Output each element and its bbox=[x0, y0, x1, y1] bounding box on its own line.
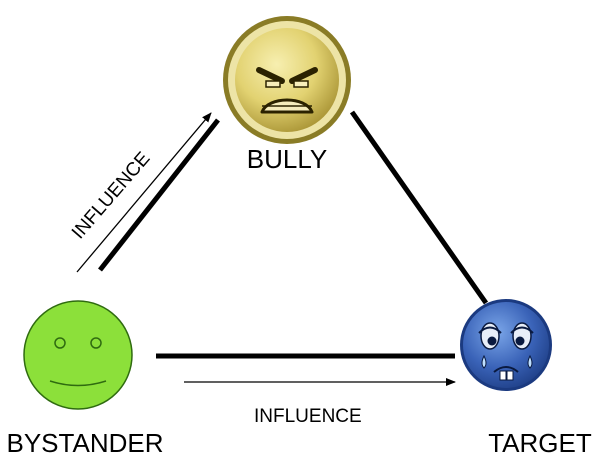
crying-face-icon bbox=[460, 299, 552, 391]
neutral-smile-face-icon bbox=[23, 300, 133, 410]
bystander-label: BYSTANDER bbox=[7, 428, 164, 458]
angry-face-icon bbox=[223, 16, 351, 144]
edge-bystander-bully bbox=[98, 118, 220, 272]
target-label: TARGET bbox=[488, 428, 592, 458]
edge-bully-target bbox=[349, 110, 489, 305]
influence-arrow-to-bully bbox=[76, 112, 212, 273]
influence-label-to-target: INFLUENCE bbox=[254, 406, 362, 427]
bully-label: BULLY bbox=[247, 144, 327, 174]
